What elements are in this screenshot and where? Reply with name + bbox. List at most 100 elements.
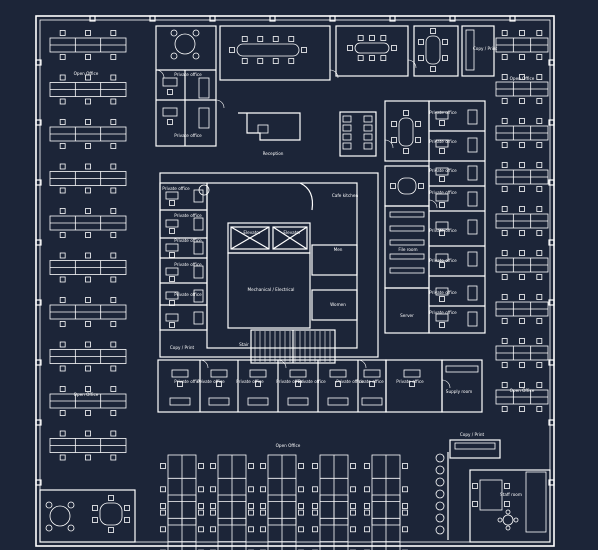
office-desk [165,191,179,200]
lounge-seat [342,115,352,123]
desk-chair [519,30,525,36]
office-chair [439,322,445,328]
desk-chair [110,252,117,259]
conference-chair [369,35,375,41]
label-private-office-17: Private office [197,379,225,384]
desk-chair [248,509,254,516]
conference-chair [391,137,397,143]
round-table [174,33,196,55]
label-server: Server [400,313,414,318]
desk-chair [536,382,543,388]
desk-chair [501,382,508,388]
desk-chair [364,486,370,493]
conference-chair [430,66,436,72]
label-private-office-21: Private office [336,379,364,384]
file-cabinet [389,225,425,232]
conference-room-sw [39,489,136,543]
lounge-seat [342,124,352,132]
label-women: Women [330,302,346,307]
desk-chair [59,276,66,283]
office-desk [435,139,449,148]
lounge-chair [435,489,445,499]
office-desk [435,111,449,120]
column [548,119,555,126]
lounge-seat [363,115,373,123]
office-desk [435,167,449,176]
desk-chair [110,454,117,461]
desk-chair [519,274,525,280]
office-chair [369,381,375,387]
office-desk [329,369,347,378]
desk-chair [59,208,66,214]
desk-chair [85,410,91,416]
office-chair [177,381,183,387]
conference-chair [415,137,421,143]
desk-chair [85,119,91,125]
desk-chair [402,509,408,516]
conference-chair [288,58,295,64]
office-desk [435,221,449,230]
conference-chair [92,517,98,523]
desk-chair [85,232,91,238]
round-chair [505,525,511,531]
conference-chair [257,36,264,42]
desk-chair [350,503,356,509]
label-reception: Reception [263,151,284,156]
label-open-office-s: Open Office [276,443,301,448]
desk-chair [501,338,508,344]
desk-chair [298,509,304,516]
conference-chair [288,36,295,42]
staff-counter [525,471,547,533]
label-private-office-12: Private office [429,228,457,233]
label-copy-print-center: Copy / Print [170,345,195,350]
desk-chair [210,509,216,516]
office-credenza [247,397,269,406]
desk-chair [312,509,318,516]
desk-chair [59,74,66,81]
desk-chair [210,526,216,533]
conference-chair [391,45,397,51]
lounge-chair [435,465,445,475]
door-swing [407,59,417,69]
column [89,15,96,22]
desk-chair [85,30,91,36]
column [35,179,42,186]
desk-chair [501,294,508,300]
round-chair [513,517,519,523]
office-desk [435,193,449,202]
desk-chair [248,463,254,469]
desk-chair [110,30,117,36]
desk-chair [364,463,370,469]
conference-chair [92,505,98,511]
desk-chair [110,143,117,149]
office-desk [435,287,449,296]
column [548,179,555,186]
label-private-office-23: Private office [396,379,424,384]
corridor-curve [299,182,314,211]
restroom-men [311,244,358,276]
office-chair [169,322,175,328]
desk-chair [501,318,508,324]
chair [418,183,424,189]
conference-chair [124,517,130,523]
desk-chair [536,318,543,324]
desk-chair [110,341,117,348]
label-copy-print-se: Copy / Print [460,432,485,437]
door-swing [428,199,438,209]
desk-chair [402,503,408,509]
desk-chair [501,54,508,60]
round-chair [497,517,503,523]
office-chair [439,230,445,236]
conference-chair [442,55,448,61]
lounge-chair [435,525,445,535]
office-cabinet [467,165,478,181]
desk-chair [59,119,66,125]
supply-room [441,359,483,413]
column [35,59,42,66]
office-cabinet [193,217,204,231]
office-chair [439,296,445,302]
round-table [49,505,71,527]
conference-chair [301,47,307,53]
desk-chair [350,526,356,533]
desk-chair [519,230,525,236]
